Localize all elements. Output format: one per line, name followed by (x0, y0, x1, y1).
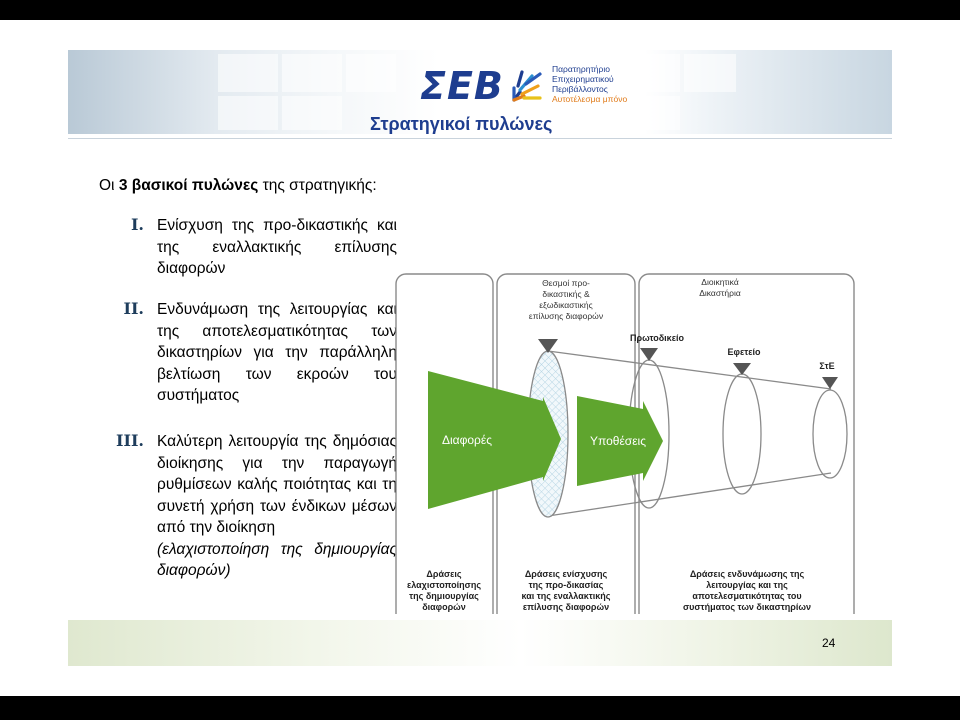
pillar-text: Ενδυνάμωση της λειτουργίας και της αποτε… (157, 301, 397, 404)
slide: ΣΕΒ Παρατηρητήριο Επιχειρηματικού Περιβά… (0, 20, 960, 696)
marker-triangle (538, 339, 558, 353)
intro-line: Οι 3 βασικοί πυλώνες της στρατηγικής: (99, 177, 377, 194)
bottom-right-2: λειτουργίας και της (706, 580, 788, 590)
ring-ste (812, 389, 848, 479)
bottom-middle-2: της προ-δικασίας (529, 580, 604, 590)
marker-triangle (822, 377, 838, 389)
pillar-text: Καλύτερη λειτουργία της δημόσιας διοίκησ… (157, 433, 397, 579)
bottom-middle-4: επίλυσης διαφορών (523, 602, 609, 612)
title-divider (68, 138, 892, 139)
logo-burst-icon (512, 70, 542, 102)
arrow-diafores (428, 371, 561, 509)
logo-subtitle: Παρατηρητήριο Επιχειρηματικού Περιβάλλον… (552, 64, 628, 104)
label-thesmoi-4: επίλυσης διαφορών (529, 311, 603, 321)
arrow-label-diafores: Διαφορές (442, 433, 492, 447)
marker-triangle (733, 363, 751, 375)
court-protodikeio: Πρωτοδικείο (630, 333, 684, 343)
label-thesmoi-1: Θεσμοί προ- (542, 278, 590, 288)
strategy-diagram: Διαφορές Υποθέσεις Θεσμοί προ- δικαστική… (395, 273, 855, 614)
logo-text: ΣΕΒ (420, 64, 504, 108)
bottom-middle-3: και της εναλλακτικής (522, 591, 611, 601)
bottom-right-4: συστήματος των δικαστηρίων (683, 602, 811, 612)
pillar-number: I. (130, 215, 144, 234)
pillar-text: Ενίσχυση της προ-δικαστικής και της εναλ… (157, 217, 397, 277)
marker-triangle (640, 348, 658, 361)
label-dioikitika-2: Δικαστήρια (699, 288, 741, 298)
bottom-left-4: διαφορών (422, 602, 466, 612)
column-box-right (638, 273, 855, 614)
page-number: 24 (822, 636, 836, 650)
pillar-number: II. (123, 299, 144, 318)
label-thesmoi-3: εξωδικαστικής (539, 300, 592, 310)
funnel-outline (547, 350, 832, 517)
label-dioikitika-1: Διοικητικά (701, 277, 739, 287)
pillar-number: III. (115, 431, 144, 450)
header-banner: ΣΕΒ Παρατηρητήριο Επιχειρηματικού Περιβά… (68, 50, 892, 134)
label-thesmoi-2: δικαστικής & (542, 289, 590, 299)
bottom-left-1: Δράσεις (426, 569, 461, 579)
arrow-label-ypotheseis: Υποθέσεις (590, 434, 646, 448)
court-ste: ΣτΕ (819, 361, 834, 371)
footer-banner (68, 620, 892, 666)
bottom-right-3: αποτελεσματικότητας του (692, 591, 801, 601)
bottom-right-1: Δράσεις ενδυνάμωσης της (690, 569, 805, 579)
seb-logo: ΣΕΒ (420, 64, 546, 108)
court-efeteio: Εφετείο (728, 347, 762, 357)
bottom-left-3: της δημιουργίας (409, 591, 479, 601)
bottom-left-2: ελαχιστοποίησης (407, 580, 481, 590)
arrow-ypotheseis (577, 396, 663, 486)
slide-title: Στρατηγικοί πυλώνες (370, 114, 553, 134)
bottom-middle-1: Δράσεις ενίσχυσης (525, 569, 608, 579)
